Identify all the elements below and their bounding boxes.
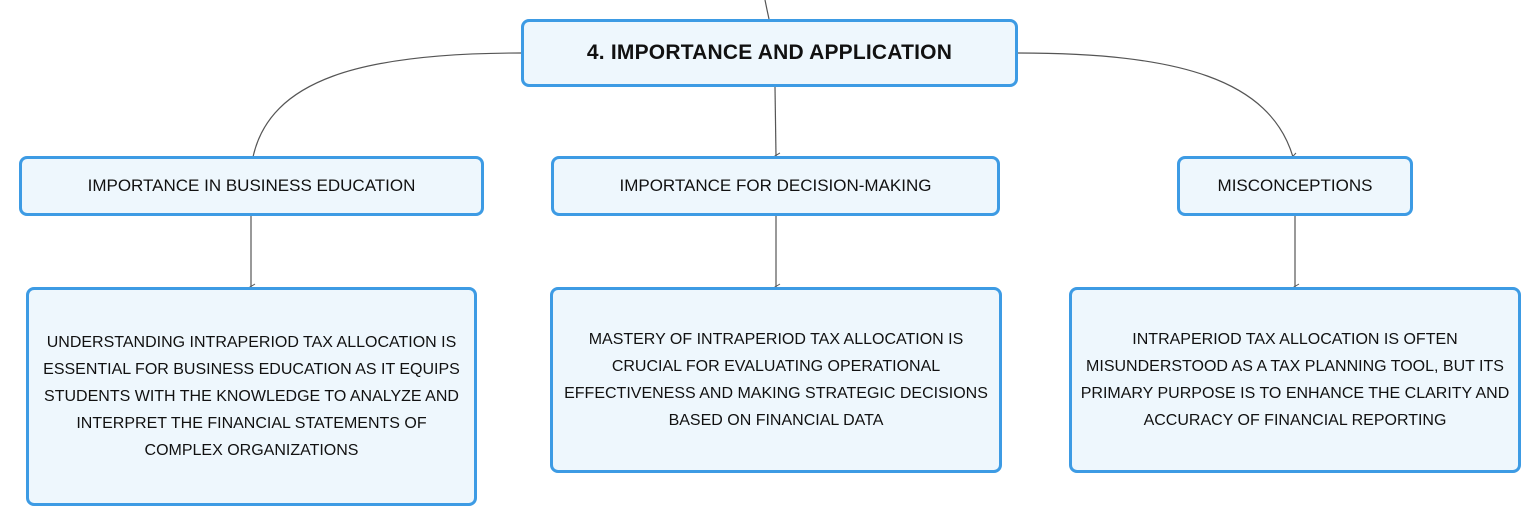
- detail-node-business-education[interactable]: UNDERSTANDING INTRAPERIOD TAX ALLOCATION…: [26, 287, 477, 506]
- connector-root-to-branch-2: [774, 86, 781, 160]
- detail-text: INTRAPERIOD TAX ALLOCATION IS OFTEN MISU…: [1080, 331, 1510, 429]
- connector-parent-to-root: [764, 0, 770, 20]
- branch-node-business-education[interactable]: IMPORTANCE IN BUSINESS EDUCATION: [19, 156, 484, 216]
- branch-label: MISCONCEPTIONS: [1217, 176, 1373, 195]
- branch-node-decision-making[interactable]: IMPORTANCE FOR DECISION-MAKING: [551, 156, 1000, 216]
- detail-text: MASTERY OF INTRAPERIOD TAX ALLOCATION IS…: [564, 331, 988, 429]
- branch-node-misconceptions[interactable]: MISCONCEPTIONS: [1177, 156, 1413, 216]
- detail-text: UNDERSTANDING INTRAPERIOD TAX ALLOCATION…: [43, 334, 460, 459]
- root-node[interactable]: 4. IMPORTANCE AND APPLICATION: [521, 19, 1018, 87]
- connector-root-to-branch-3: [1017, 52, 1298, 160]
- branch-label: IMPORTANCE FOR DECISION-MAKING: [619, 176, 932, 195]
- root-title: 4. IMPORTANCE AND APPLICATION: [586, 41, 953, 64]
- connector-root-to-branch-1: [252, 52, 522, 158]
- branch-label: IMPORTANCE IN BUSINESS EDUCATION: [87, 176, 416, 195]
- detail-node-misconceptions[interactable]: INTRAPERIOD TAX ALLOCATION IS OFTEN MISU…: [1069, 287, 1521, 473]
- detail-node-decision-making[interactable]: MASTERY OF INTRAPERIOD TAX ALLOCATION IS…: [550, 287, 1002, 473]
